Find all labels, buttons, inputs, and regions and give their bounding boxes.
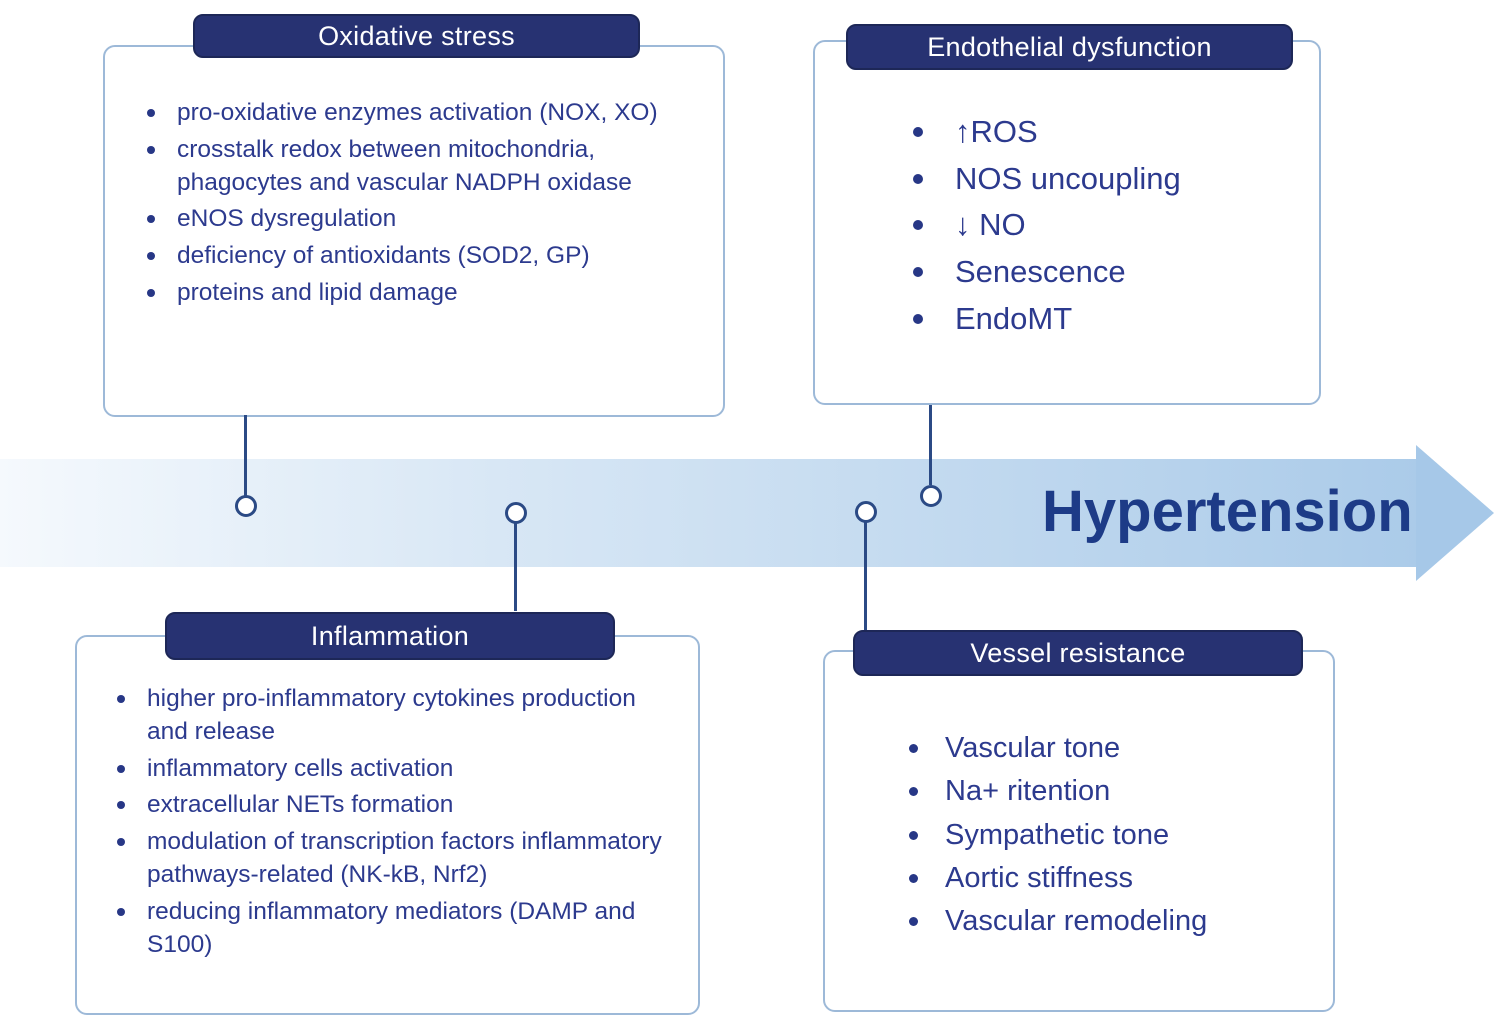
list-item: Vascular tone — [909, 732, 1313, 765]
panel-vessel-resistance-title: Vessel resistance — [853, 630, 1303, 676]
list-item: Vascular remodeling — [909, 905, 1313, 938]
list-item: ↓ NO — [913, 207, 1299, 243]
panel-oxidative-stress-title: Oxidative stress — [193, 14, 640, 58]
panel-oxidative-stress: Oxidative stress pro-oxidative enzymes a… — [103, 14, 725, 417]
connector-vessel — [864, 522, 867, 630]
list-item: NOS uncoupling — [913, 161, 1299, 197]
node-vessel-icon — [855, 501, 877, 523]
node-endothelial-icon — [920, 485, 942, 507]
list-item: extracellular NETs formation — [117, 789, 674, 822]
list-item: Aortic stiffness — [909, 862, 1313, 895]
list-item: proteins and lipid damage — [147, 277, 699, 310]
oxidative-list: pro-oxidative enzymes activation (NOX, X… — [105, 47, 723, 310]
panel-title-text: Oxidative stress — [318, 20, 515, 51]
list-item: Sympathetic tone — [909, 819, 1313, 852]
connector-endothelial — [929, 405, 932, 485]
panel-title-text: Vessel resistance — [970, 637, 1186, 668]
connector-oxidative — [244, 415, 247, 497]
list-item: Na+ ritention — [909, 775, 1313, 808]
list-item: higher pro-inflammatory cytokines produc… — [117, 683, 674, 749]
connector-inflammation — [514, 523, 517, 611]
node-inflammation-icon — [505, 502, 527, 524]
list-item: eNOS dysregulation — [147, 203, 699, 236]
endothelial-list: ↑ROS NOS uncoupling ↓ NO Senescence Endo… — [815, 42, 1319, 336]
panel-endothelial-dysfunction: Endothelial dysfunction ↑ROS NOS uncoupl… — [813, 24, 1321, 405]
list-item: pro-oxidative enzymes activation (NOX, X… — [147, 97, 699, 130]
inflammation-list: higher pro-inflammatory cytokines produc… — [77, 637, 698, 962]
panel-inflammation-title: Inflammation — [165, 612, 615, 660]
list-item: modulation of transcription factors infl… — [117, 826, 674, 892]
panel-title-text: Inflammation — [310, 620, 470, 651]
node-oxidative-icon — [235, 495, 257, 517]
panel-endothelial-dysfunction-title: Endothelial dysfunction — [846, 24, 1293, 70]
list-item: ↑ROS — [913, 114, 1299, 150]
panel-inflammation: Inflammation higher pro-inflammatory cyt… — [75, 612, 700, 1015]
list-item: Senescence — [913, 254, 1299, 290]
list-item: crosstalk redox between mitochondria, ph… — [147, 134, 699, 200]
panel-title-text: Endothelial dysfunction — [927, 31, 1212, 62]
panel-vessel-resistance: Vessel resistance Vascular tone Na+ rite… — [823, 630, 1335, 1012]
list-item: reducing inflammatory mediators (DAMP an… — [117, 896, 674, 962]
vessel-list: Vascular tone Na+ ritention Sympathetic … — [825, 652, 1333, 939]
list-item: EndoMT — [913, 301, 1299, 337]
hypertension-arrow-band — [0, 459, 1418, 567]
hypertension-label: Hypertension — [1042, 479, 1413, 544]
list-item: deficiency of antioxidants (SOD2, GP) — [147, 240, 699, 273]
list-item: inflammatory cells activation — [117, 753, 674, 786]
hypertension-arrow-head-icon — [1416, 445, 1494, 581]
